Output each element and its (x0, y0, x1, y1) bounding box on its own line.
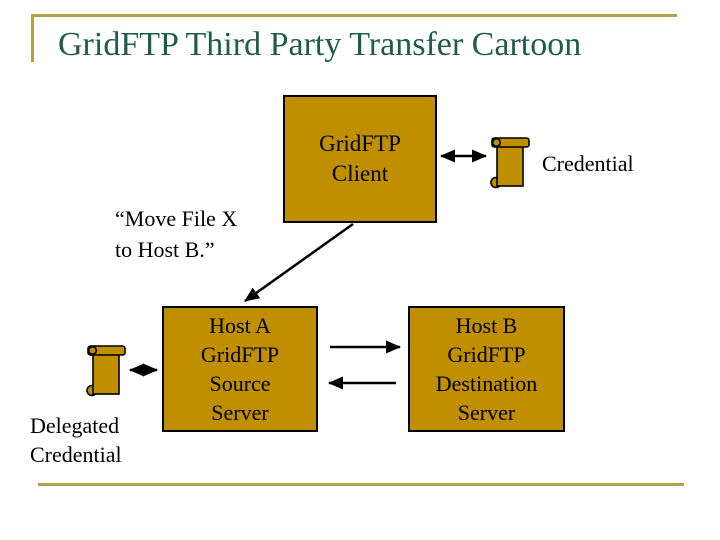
credential-label: Credential (542, 151, 634, 176)
credential-scroll-icon (490, 137, 530, 189)
host-a-source-server-box: Host A GridFTP Source Server (162, 306, 318, 432)
accent-line-bottom (38, 483, 684, 486)
accent-line-left (31, 14, 34, 62)
accent-line-top (31, 14, 677, 17)
delegated-credential-label: Delegated Credential (30, 413, 122, 467)
gridftp-client-box: GridFTP Client (283, 95, 437, 223)
delegated-credential-scroll-icon (86, 345, 126, 397)
command-note: “Move File X to Host B.” (115, 206, 238, 262)
slide-title: GridFTP Third Party Transfer Cartoon (58, 26, 582, 63)
host-b-destination-server-box: Host B GridFTP Destination Server (408, 306, 565, 432)
arrow-client-to-host-a (244, 222, 354, 303)
